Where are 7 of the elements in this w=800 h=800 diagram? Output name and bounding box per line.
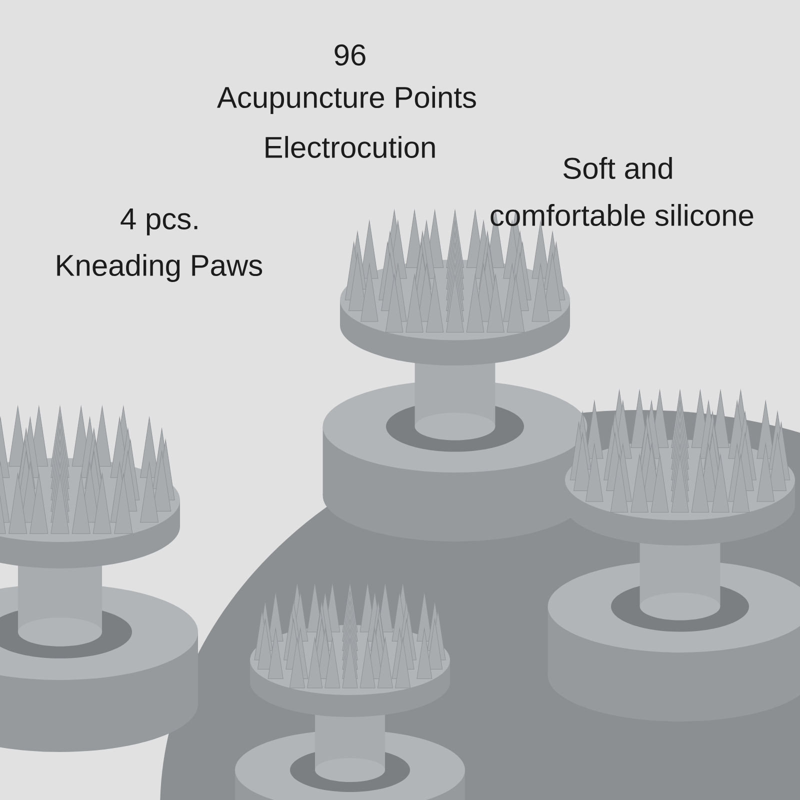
- caption-text: 4 pcs.: [120, 208, 198, 236]
- caption-text: Acupuncture Points: [216, 86, 476, 114]
- caption-text: Electrocution: [266, 136, 435, 158]
- caption-text: comfortable silicone: [490, 204, 754, 226]
- caption-text: Kneading Paws: [57, 254, 262, 282]
- caption-text: Soft and: [564, 156, 672, 179]
- caption-text: 96: [334, 44, 366, 66]
